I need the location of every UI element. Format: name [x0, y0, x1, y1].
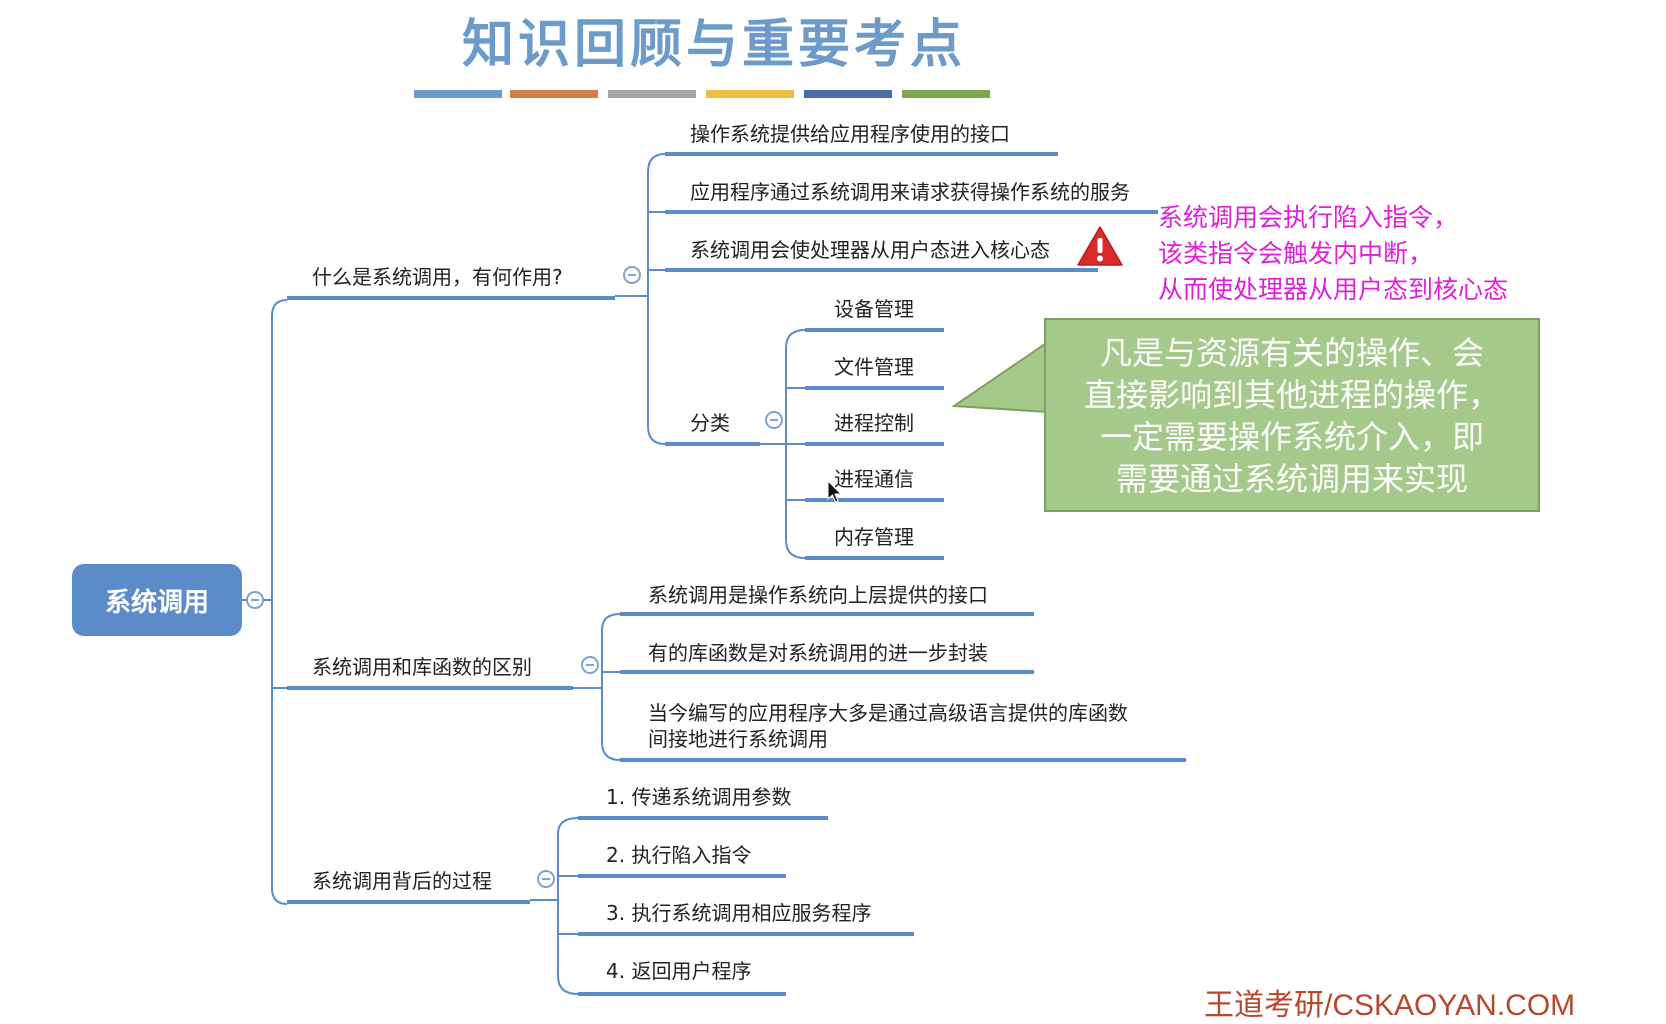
callout-line-3: 一定需要操作系统介入，即 [1099, 418, 1484, 456]
category-collapse-toggle[interactable] [765, 411, 783, 429]
branch-diff-collapse-toggle[interactable] [581, 656, 599, 674]
what-item-1[interactable]: 操作系统提供给应用程序使用的接口 [690, 122, 1010, 146]
diff-item-2[interactable]: 有的库函数是对系统调用的进一步封装 [648, 641, 988, 665]
note-line-1: 系统调用会执行陷入指令， [1158, 203, 1459, 232]
title-color-bar-4 [706, 90, 794, 98]
page-title: 知识回顾与重要考点 [462, 14, 967, 75]
process-step-2[interactable]: 2. 执行陷入指令 [606, 843, 752, 867]
category-item-file[interactable]: 文件管理 [834, 355, 914, 379]
branch-what-collapse-toggle[interactable] [623, 266, 641, 284]
process-step-1[interactable]: 1. 传递系统调用参数 [606, 785, 792, 809]
root-collapse-toggle[interactable] [246, 591, 264, 609]
category-item-process-control[interactable]: 进程控制 [834, 411, 914, 435]
callout-line-2: 直接影响到其他进程的操作， [1083, 376, 1500, 414]
diff-item-1[interactable]: 系统调用是操作系统向上层提供的接口 [648, 583, 988, 607]
callout-pointer [952, 341, 1048, 413]
branch-process-collapse-toggle[interactable] [537, 870, 555, 888]
process-step-4[interactable]: 4. 返回用户程序 [606, 959, 752, 983]
title-color-bar-6 [902, 90, 990, 98]
branch-syscall-vs-library[interactable]: 系统调用和库函数的区别 [312, 655, 532, 679]
title-color-bar-2 [510, 90, 598, 98]
root-node[interactable]: 系统调用 [72, 564, 242, 636]
title-color-bar-1 [414, 90, 502, 98]
branch-what-is-syscall[interactable]: 什么是系统调用，有何作用? [312, 265, 563, 289]
diff-item-3[interactable]: 当今编写的应用程序大多是通过高级语言提供的库函数 [648, 701, 1128, 725]
note-line-2: 该类指令会触发内中断， [1158, 239, 1434, 268]
footer-brand: 王道考研/CSKAOYAN.COM [1204, 989, 1576, 1022]
process-step-3[interactable]: 3. 执行系统调用相应服务程序 [606, 901, 872, 925]
title-color-bar-5 [804, 90, 892, 98]
category-item-device[interactable]: 设备管理 [834, 297, 914, 321]
warning-icon [1077, 226, 1123, 266]
category-item-memory[interactable]: 内存管理 [834, 525, 914, 549]
callout-line-1: 凡是与资源有关的操作、会 [1099, 334, 1484, 372]
note-line-3: 从而使处理器从用户态到核心态 [1158, 275, 1509, 304]
category-node[interactable]: 分类 [690, 411, 730, 435]
mouse-cursor-icon [827, 480, 843, 503]
category-item-process-comm[interactable]: 进程通信 [834, 467, 914, 491]
title-color-bar-3 [608, 90, 696, 98]
branch-syscall-process[interactable]: 系统调用背后的过程 [312, 869, 492, 893]
resource-operation-callout: 凡是与资源有关的操作、会 直接影响到其他进程的操作， 一定需要操作系统介入，即 … [1044, 318, 1540, 512]
callout-line-4: 需要通过系统调用来实现 [1115, 460, 1468, 498]
diff-item-3-line2: 间接地进行系统调用 [648, 727, 828, 751]
trap-instruction-note: 系统调用会执行陷入指令， 该类指令会触发内中断， 从而使处理器从用户态到核心态 [1158, 200, 1508, 308]
what-item-3[interactable]: 系统调用会使处理器从用户态进入核心态 [690, 238, 1050, 262]
what-item-2[interactable]: 应用程序通过系统调用来请求获得操作系统的服务 [690, 180, 1130, 204]
